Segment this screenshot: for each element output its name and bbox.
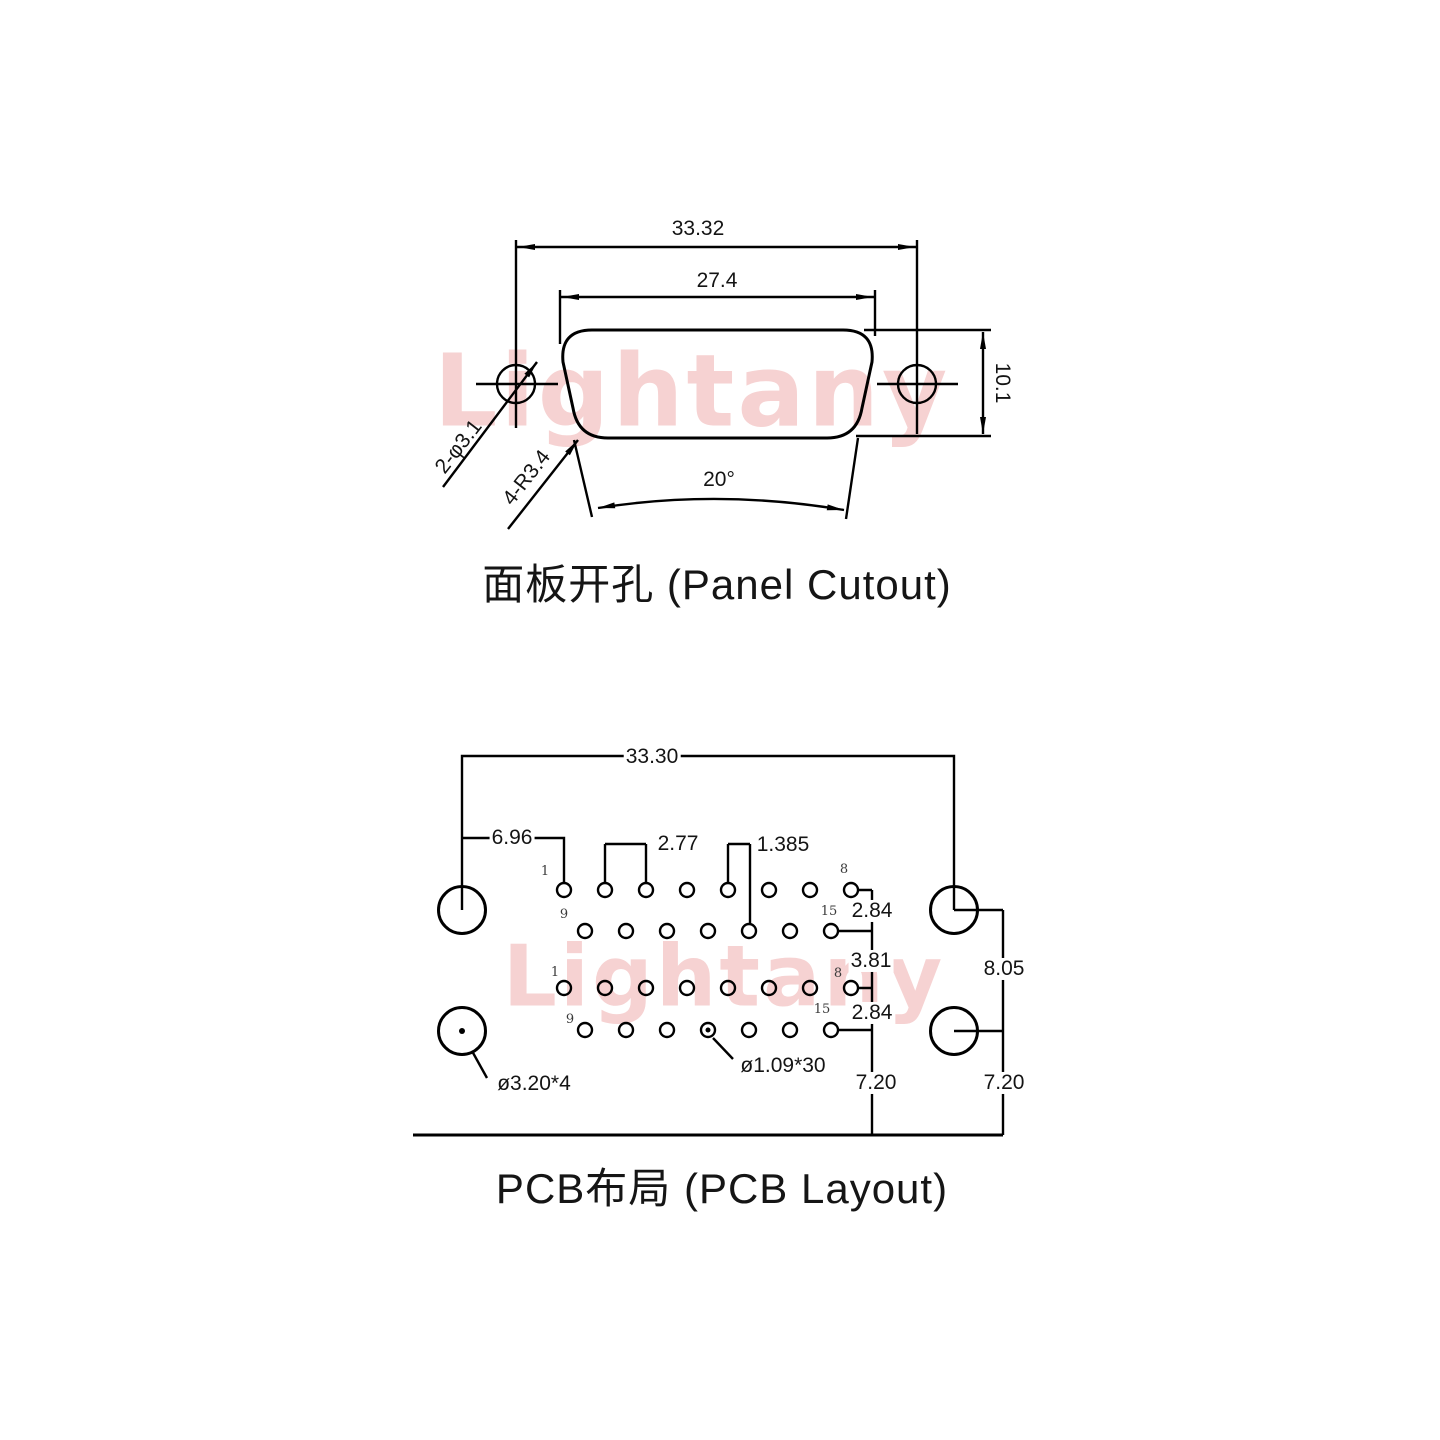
pin-label-row4-last: 15 <box>813 1002 831 1018</box>
panel-cutout-drawing <box>442 240 991 530</box>
panel-cutout-title: 面板开孔 (Panel Cutout) <box>482 560 952 608</box>
pin-label-row3-first: 1 <box>550 965 560 981</box>
pin-row-2 <box>576 922 840 940</box>
dim-27-4-line <box>558 290 877 344</box>
pin-label-row1-last: 8 <box>839 862 849 878</box>
dim-27-4-text: 27.4 <box>696 268 738 292</box>
pin-label-row3-last: 8 <box>833 966 843 982</box>
leader-pin-hole <box>712 1037 734 1060</box>
pcb-layout-title: PCB布局 (PCB Layout) <box>495 1164 949 1212</box>
dim-pin-chain-line <box>838 888 874 1135</box>
watermark-panel: Lightany <box>433 332 951 450</box>
dim-20deg-lines <box>572 437 860 520</box>
pcb-hole-bottom-left <box>437 1006 487 1056</box>
label-mount-hole-text: ø3.20*4 <box>495 1071 573 1096</box>
pin-row-4 <box>576 1021 840 1039</box>
pin12-center-dot <box>705 1027 711 1033</box>
dim-1-385-text: 1.385 <box>756 832 810 856</box>
dim-2-77-line <box>603 842 648 883</box>
leader-mount-hole <box>470 1050 489 1079</box>
panel-hole-left-crosshair <box>476 240 558 428</box>
dim-33-32-text: 33.32 <box>671 216 725 240</box>
label-pin-hole-text: ø1.09*30 <box>738 1053 828 1078</box>
pcb-hole-bottom-left-center-dot <box>459 1028 465 1034</box>
leader-holes <box>442 361 538 488</box>
dim-2-84-top-text: 2.84 <box>849 898 895 923</box>
pin-label-row2-first: 9 <box>559 907 569 923</box>
dim-7-20-inner-text: 7.20 <box>853 1070 899 1095</box>
pin-row-1 <box>555 881 860 899</box>
dim-33-30-line <box>460 754 956 910</box>
panel-hole-right-crosshair <box>877 240 958 434</box>
dim-7-20-outer-text: 7.20 <box>981 1070 1027 1095</box>
dsub-cutout-outline <box>561 328 874 440</box>
dim-10-1-text: 10.1 <box>991 362 1015 404</box>
dim-8-05-text: 8.05 <box>981 956 1027 981</box>
dim-2-77-text: 2.77 <box>657 831 699 855</box>
dim-1-385-line <box>726 842 752 925</box>
pin-label-row4-first: 9 <box>565 1012 575 1028</box>
dim-6-96-text: 6.96 <box>489 825 535 850</box>
pin-label-row2-last: 15 <box>820 904 838 920</box>
pin-row-3 <box>555 979 860 997</box>
dim-33-30-text: 33.30 <box>623 744 681 769</box>
dim-3-81-text: 3.81 <box>848 948 894 973</box>
pcb-hole-top-left <box>437 885 487 935</box>
dim-20deg-text: 20° <box>703 467 735 491</box>
dim-2-84-bottom-text: 2.84 <box>849 1000 895 1025</box>
pcb-layout-drawing <box>413 754 1005 1137</box>
pcb-hole-top-right <box>929 885 979 935</box>
pin-label-row1-first: 1 <box>540 864 550 880</box>
pcb-hole-bottom-right <box>929 1006 979 1056</box>
dim-hole-chain-line <box>954 908 1005 1135</box>
leader-radius <box>507 439 579 530</box>
